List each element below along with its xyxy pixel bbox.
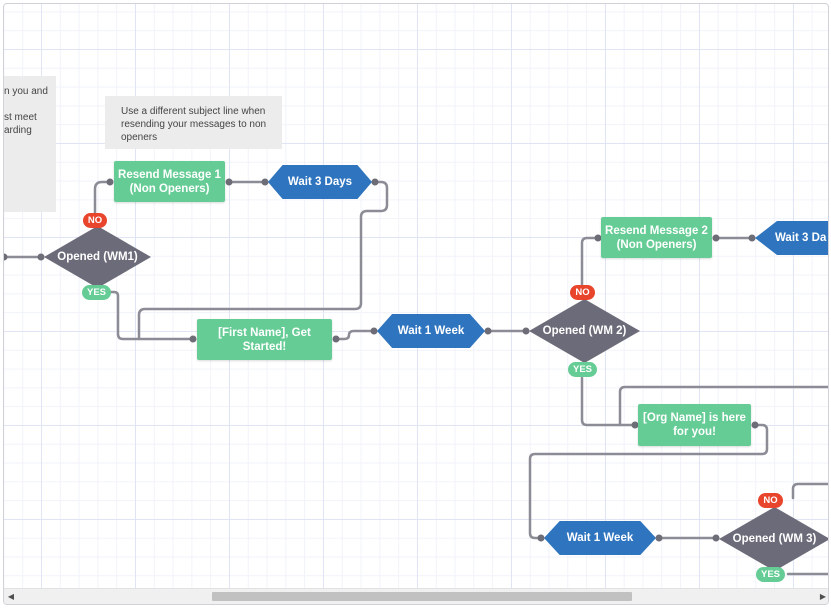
scroll-right-arrow-icon[interactable]: ▶: [819, 592, 827, 601]
wait-1-week-bottom[interactable]: Wait 1 Week: [544, 521, 656, 555]
note-subject-tip[interactable]: Use a different subject line when resend…: [105, 96, 282, 149]
badge-yes-wm3[interactable]: YES: [756, 567, 785, 582]
connector-layer: [4, 178, 828, 576]
note-line: st meet: [4, 112, 37, 123]
note-line: arding: [4, 125, 32, 136]
connector-org-loop: [528, 423, 769, 540]
scrollbar-thumb[interactable]: [212, 592, 632, 601]
badge-no-wm1[interactable]: NO: [83, 213, 107, 228]
note-line: [4, 98, 56, 111]
badge-no-wm2[interactable]: NO: [570, 285, 595, 300]
wait-1-week-middle[interactable]: Wait 1 Week: [377, 314, 485, 348]
workflow-canvas[interactable]: n you and st meet arding Use a different…: [4, 4, 828, 589]
wait-3-days-top[interactable]: Wait 3 Days: [268, 165, 372, 199]
connector-firstname-wait1: [334, 329, 376, 341]
badge-no-wm3[interactable]: NO: [758, 493, 783, 508]
connector-wm1-yes: [109, 290, 195, 341]
action-resend-message-1[interactable]: Resend Message 1 (Non Openers): [114, 161, 225, 202]
action-org-name-here-for-you[interactable]: [Org Name] is here for you!: [638, 404, 751, 446]
badge-yes-wm2[interactable]: YES: [568, 362, 597, 377]
connector-wm2-no: [580, 236, 600, 289]
scroll-left-arrow-icon[interactable]: ◀: [7, 592, 15, 601]
note-line: n you and: [4, 86, 48, 97]
connector-wm2-yes: [580, 376, 637, 427]
connector-wm1-no: [93, 180, 112, 218]
connector-wait3-loop: [137, 180, 389, 340]
workflow-canvas-frame: n you and st meet arding Use a different…: [3, 3, 829, 605]
connector-org-right: [618, 385, 828, 427]
action-resend-message-2[interactable]: Resend Message 2 (Non Openers): [601, 217, 712, 258]
horizontal-scrollbar[interactable]: ◀ ▶: [4, 588, 828, 604]
badge-yes-wm1[interactable]: YES: [82, 285, 111, 300]
note-left-partial[interactable]: n you and st meet arding: [4, 76, 56, 212]
connector-wm3-no: [791, 482, 828, 500]
action-first-name-get-started[interactable]: [First Name], Get Started!: [197, 319, 332, 360]
